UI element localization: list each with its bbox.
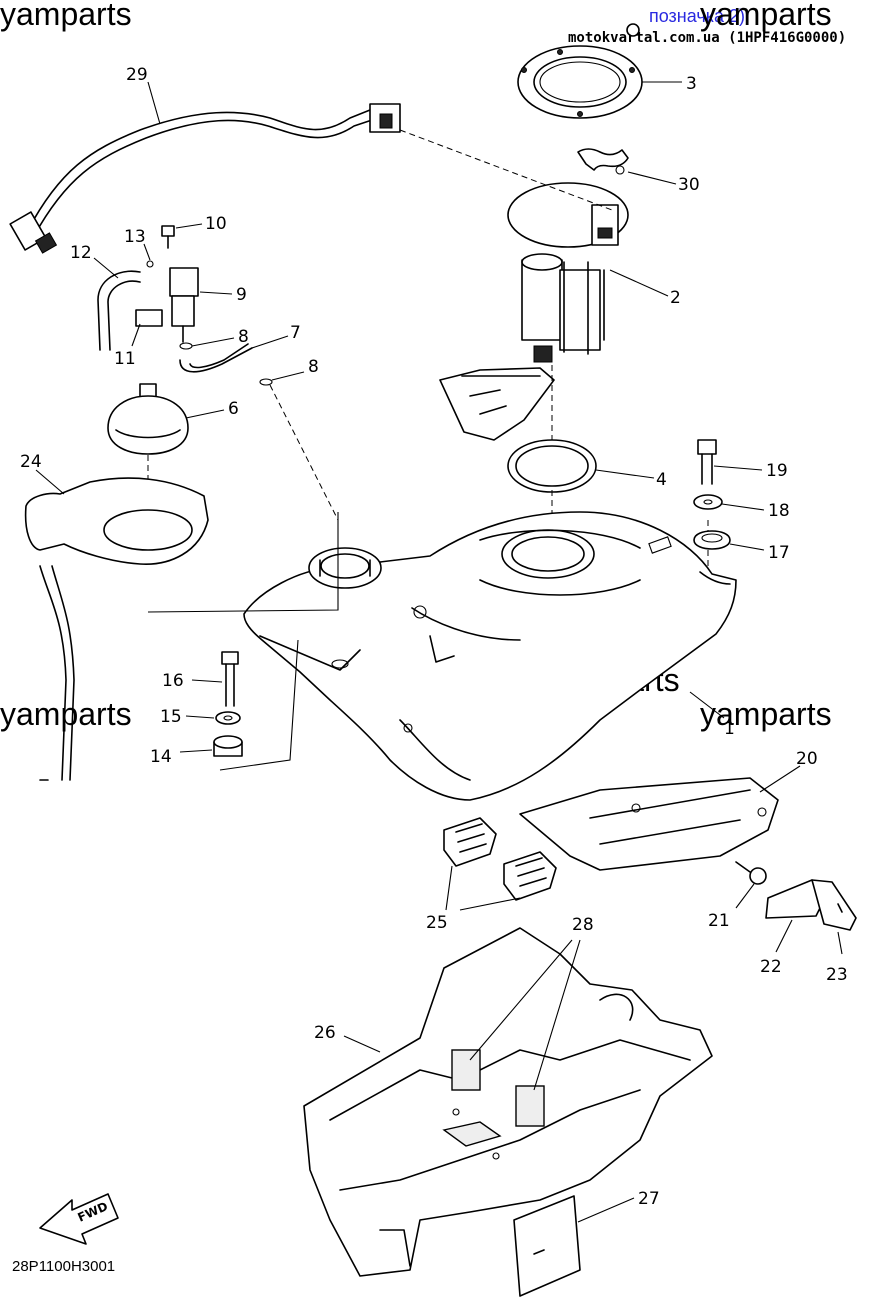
callout-2: 2 <box>670 288 681 308</box>
diagram-code: 28P1100H3001 <box>12 1258 116 1275</box>
callout-8-b: 8 <box>308 357 319 377</box>
part-8-clip[interactable] <box>259 378 273 386</box>
callout-16: 16 <box>162 671 184 691</box>
part-29-hose[interactable] <box>9 103 401 254</box>
callout-7: 7 <box>290 323 301 343</box>
callout-17: 17 <box>768 543 790 563</box>
part-11-bracket[interactable] <box>135 309 163 327</box>
part-25-damper[interactable] <box>503 851 557 901</box>
callout-6: 6 <box>228 399 239 419</box>
callout-29: 29 <box>126 65 148 85</box>
callout-23: 23 <box>826 965 848 985</box>
callout-14: 14 <box>150 747 172 767</box>
callout-21: 21 <box>708 911 730 931</box>
part-12-hose[interactable] <box>97 270 141 351</box>
part-17-grommet[interactable] <box>693 530 731 550</box>
part-4-gasket[interactable] <box>507 439 597 493</box>
callout-20: 20 <box>796 749 818 769</box>
part-30-clip[interactable] <box>577 148 629 175</box>
callout-27: 27 <box>638 1189 660 1209</box>
part-1-fuel-tank[interactable] <box>243 511 737 801</box>
callout-22: 22 <box>760 957 782 977</box>
callout-13: 13 <box>124 227 146 247</box>
callout-19: 19 <box>766 461 788 481</box>
part-21-screw[interactable] <box>735 861 767 885</box>
part-9-valve[interactable] <box>169 267 199 343</box>
part-25-damper[interactable] <box>443 817 497 867</box>
callout-12: 12 <box>70 243 92 263</box>
callout-25: 25 <box>426 913 448 933</box>
callout-3: 3 <box>686 74 697 94</box>
callout-11: 11 <box>114 349 136 369</box>
watermark: yamparts <box>0 0 132 32</box>
callout-1: 1 <box>724 719 735 739</box>
callout-30: 30 <box>678 175 700 195</box>
part-18-washer[interactable] <box>693 494 723 510</box>
callout-9: 9 <box>236 285 247 305</box>
callout-10: 10 <box>205 214 227 234</box>
part-19-bolt[interactable] <box>697 439 717 485</box>
part-23-label[interactable] <box>811 879 857 931</box>
part-3-retainer-plate[interactable] <box>517 45 643 119</box>
part-13-ring[interactable] <box>146 260 154 268</box>
part-26-under-cover[interactable] <box>303 927 713 1277</box>
part-15-washer[interactable] <box>215 711 241 725</box>
part-7-hose[interactable] <box>179 343 253 373</box>
callout-15: 15 <box>160 707 182 727</box>
watermark: yamparts <box>700 696 832 732</box>
watermark: yamparts <box>700 0 832 32</box>
part-5-bolt[interactable] <box>626 23 640 37</box>
callout-24: 24 <box>20 452 42 472</box>
part-24-filler-tray[interactable] <box>24 477 209 781</box>
part-10-bolt[interactable] <box>161 225 175 249</box>
part-27-tray[interactable] <box>513 1195 581 1297</box>
callout-18: 18 <box>768 501 790 521</box>
part-2-fuel-pump[interactable] <box>439 182 629 441</box>
part-6-fuel-cap[interactable] <box>107 383 189 455</box>
part-20-shield[interactable] <box>519 777 779 871</box>
callout-8-a: 8 <box>238 327 249 347</box>
callout-28: 28 <box>572 915 594 935</box>
callout-26: 26 <box>314 1023 336 1043</box>
part-8-clip[interactable] <box>179 342 193 350</box>
part-14-grommet[interactable] <box>213 735 243 757</box>
part-16-bolt[interactable] <box>221 651 239 707</box>
callout-4: 4 <box>656 470 667 490</box>
header-link[interactable]: позначка 2) <box>649 6 746 26</box>
fwd-arrow-icon: FWD <box>39 1193 119 1245</box>
